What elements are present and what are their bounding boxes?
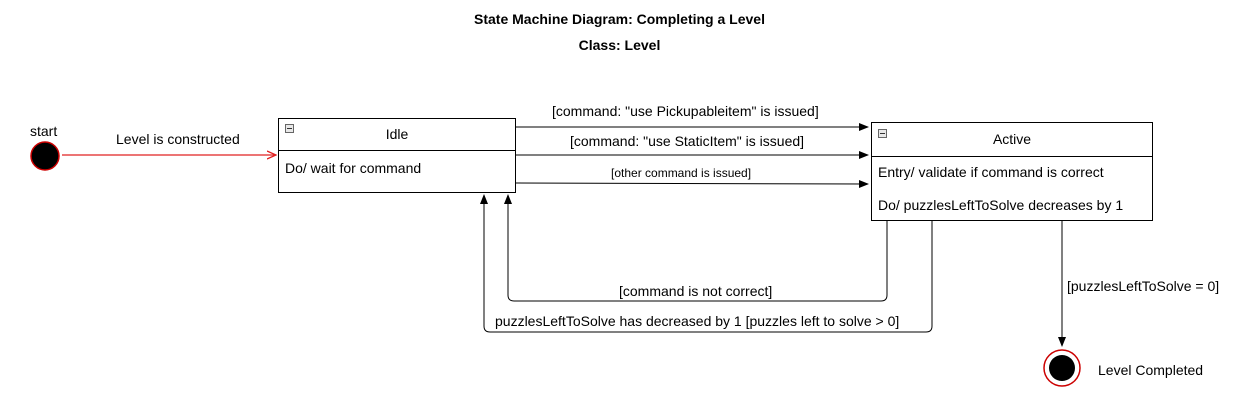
label-static: [command: "use StaticItem" is issued]: [570, 133, 805, 149]
initial-label: start: [30, 123, 58, 139]
state-idle[interactable]: Idle Do/ wait for command: [278, 118, 516, 193]
state-idle-activity: Do/ wait for command: [285, 160, 422, 176]
transition-not-correct: [504, 194, 888, 302]
transition-other: [515, 179, 869, 188]
label-zero: [puzzlesLeftToSolve = 0]: [1067, 278, 1220, 294]
final-node-inner: [1049, 355, 1075, 381]
state-active-name: Active: [992, 131, 1032, 147]
label-not-correct: [command is not correct]: [619, 283, 773, 299]
state-idle-name: Idle: [385, 126, 409, 142]
collapse-icon[interactable]: [285, 124, 294, 133]
label-pickupable: [command: "use Pickupableitem" is issued…: [552, 103, 819, 119]
label-decreased: puzzlesLeftToSolve has decreased by 1 [p…: [495, 313, 900, 329]
collapse-icon[interactable]: [878, 129, 887, 138]
state-active-entry: Entry/ validate if command is correct: [878, 164, 1104, 180]
diagram-title: State Machine Diagram: Completing a Leve…: [474, 11, 765, 27]
state-active[interactable]: Active Entry/ validate if command is cor…: [871, 122, 1153, 221]
label-other: [other command is issued]: [611, 166, 752, 180]
diagram-subtitle: Class: Level: [578, 37, 661, 53]
label-construct: Level is constructed: [116, 131, 240, 147]
initial-node: [30, 141, 60, 171]
transition-decreased: [480, 194, 933, 333]
state-active-activity: Do/ puzzlesLeftToSolve decreases by 1: [878, 197, 1124, 213]
final-label: Level Completed: [1098, 362, 1204, 378]
